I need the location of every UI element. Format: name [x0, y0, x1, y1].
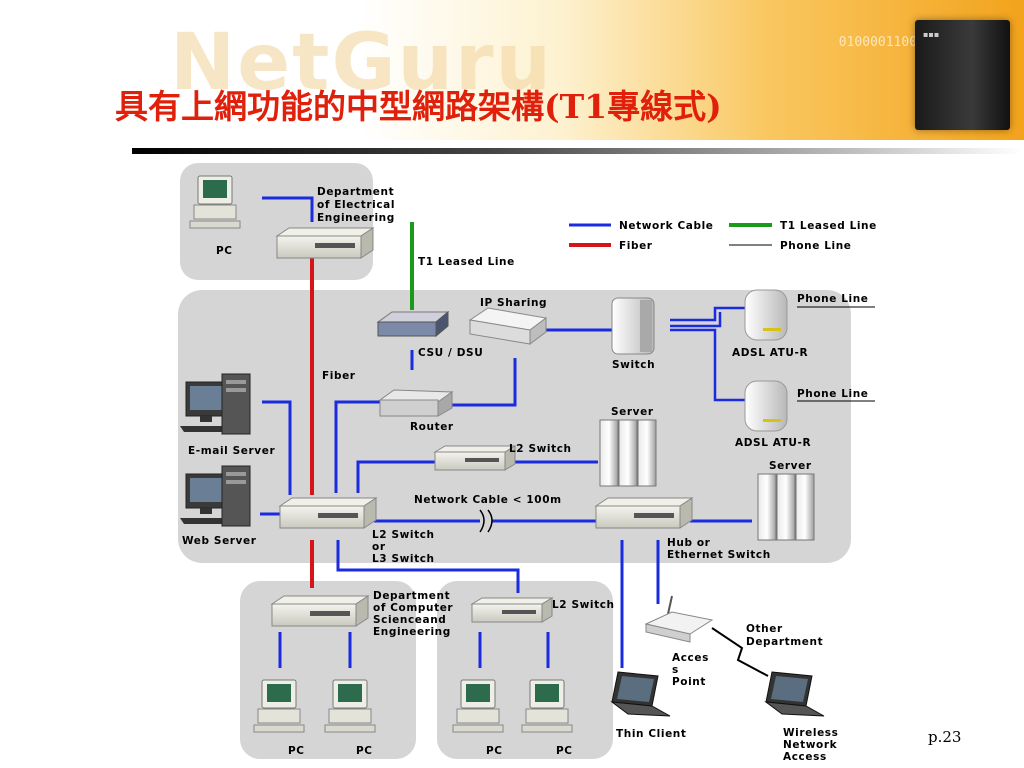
label-phone-line-1: Phone Line [797, 293, 869, 305]
label-wireless-3: Access [783, 751, 827, 763]
label-server-2: Server [769, 460, 812, 472]
header-banner: NetGuru 0100001100010110 ▪▪▪ [0, 0, 1024, 140]
label-wireless-1: Wireless [783, 727, 839, 739]
label-hub-1: Hub or [667, 537, 711, 549]
label-other-dept-1: Other [746, 623, 783, 635]
legend-network-cable: Network Cable [619, 220, 714, 232]
l2-switch-mid-icon [434, 445, 516, 471]
label-hub-2: Ethernet Switch [667, 549, 771, 561]
title-divider [132, 148, 1022, 154]
legend-phone: Phone Line [780, 240, 852, 252]
server-1-icon [599, 419, 657, 487]
label-csu-dsu: CSU / DSU [418, 347, 483, 359]
cable-email-l3 [262, 400, 292, 495]
label-l2-switch-bottom: L2 Switch [552, 599, 615, 611]
label-pc-b1: PC [288, 745, 305, 757]
cable-router-l3 [334, 400, 380, 493]
label-dept-cs-3: Scienceand [373, 614, 446, 626]
label-pc-b2: PC [356, 745, 373, 757]
cable-ipshare-router [452, 358, 517, 407]
netguru-watermark: NetGuru [170, 18, 554, 108]
label-dept-cs-1: Department [373, 590, 450, 602]
label-dept-cs-2: of Computer [373, 602, 453, 614]
wireless-laptop-icon [765, 671, 825, 717]
label-email-server: E-mail Server [188, 445, 275, 457]
server-brand-mark: ▪▪▪ [923, 30, 940, 39]
cable-l3-l2bottom [336, 540, 520, 593]
label-ip-sharing: IP Sharing [480, 297, 547, 309]
label-access-2: s [672, 664, 679, 676]
label-l2l3-3: L3 Switch [372, 553, 435, 565]
label-other-dept-2: Department [746, 636, 823, 648]
page-title: 具有上網功能的中型網路架構(T1專線式) [115, 87, 722, 126]
label-dept-cs-4: Engineering [373, 626, 451, 638]
ip-sharing-icon [468, 307, 548, 345]
label-access-3: Point [672, 676, 706, 688]
legend-fiber: Fiber [619, 240, 653, 252]
l2-l3-switch-icon [279, 497, 377, 529]
router-icon [378, 389, 454, 417]
label-server-1: Server [611, 406, 654, 418]
cable-l3-l2mid [356, 460, 435, 493]
hub-switch-icon [595, 497, 693, 529]
label-wireless-2: Network [783, 739, 838, 751]
cables [260, 196, 875, 677]
cable-ee-pc [262, 196, 314, 222]
cable-break-symbol [479, 509, 493, 533]
label-t1-leased: T1 Leased Line [418, 256, 515, 268]
label-phone-line-2: Phone Line [797, 388, 869, 400]
switch-cs-icon [271, 595, 369, 627]
label-l2-switch-mid: L2 Switch [509, 443, 572, 455]
label-dept-ee-1: Department [317, 186, 394, 198]
label-fiber: Fiber [322, 370, 356, 382]
panel-main-network [178, 290, 851, 563]
label-pc-ee: PC [216, 245, 233, 257]
label-pc-b3: PC [486, 745, 503, 757]
wireless-lightning [711, 627, 769, 677]
switch-tower-icon [611, 297, 655, 355]
label-l2l3-1: L2 Switch [372, 529, 435, 541]
label-access-1: Acces [672, 652, 709, 664]
label-switch: Switch [612, 359, 655, 371]
server-2-icon [757, 473, 815, 541]
thin-client-laptop-icon [611, 671, 671, 717]
label-l2l3-2: or [372, 541, 386, 553]
label-adsl-2: ADSL ATU-R [735, 437, 811, 449]
label-thin-client: Thin Client [616, 728, 687, 740]
access-point-icon [644, 595, 714, 643]
label-router: Router [410, 421, 454, 433]
csu-dsu-icon [376, 310, 450, 338]
label-dept-ee-3: Engineering [317, 212, 395, 224]
label-pc-b4: PC [556, 745, 573, 757]
label-dept-ee-2: of Electrical [317, 199, 395, 211]
legend-t1: T1 Leased Line [780, 220, 877, 232]
switch-electrical-icon [276, 227, 374, 259]
diagram-labels: Department of Electrical Engineering PC … [182, 186, 877, 763]
label-web-server: Web Server [182, 535, 257, 547]
l2-switch-bottom-icon [471, 597, 553, 623]
server-rack-image: ▪▪▪ [915, 20, 1010, 130]
label-network-cable-100m: Network Cable < 100m [414, 494, 562, 506]
adsl-modem-2-icon [744, 380, 788, 432]
adsl-modem-1-icon [744, 289, 788, 341]
phone-lines [670, 306, 745, 402]
page-number: p.23 [928, 728, 962, 746]
label-adsl-1: ADSL ATU-R [732, 347, 808, 359]
